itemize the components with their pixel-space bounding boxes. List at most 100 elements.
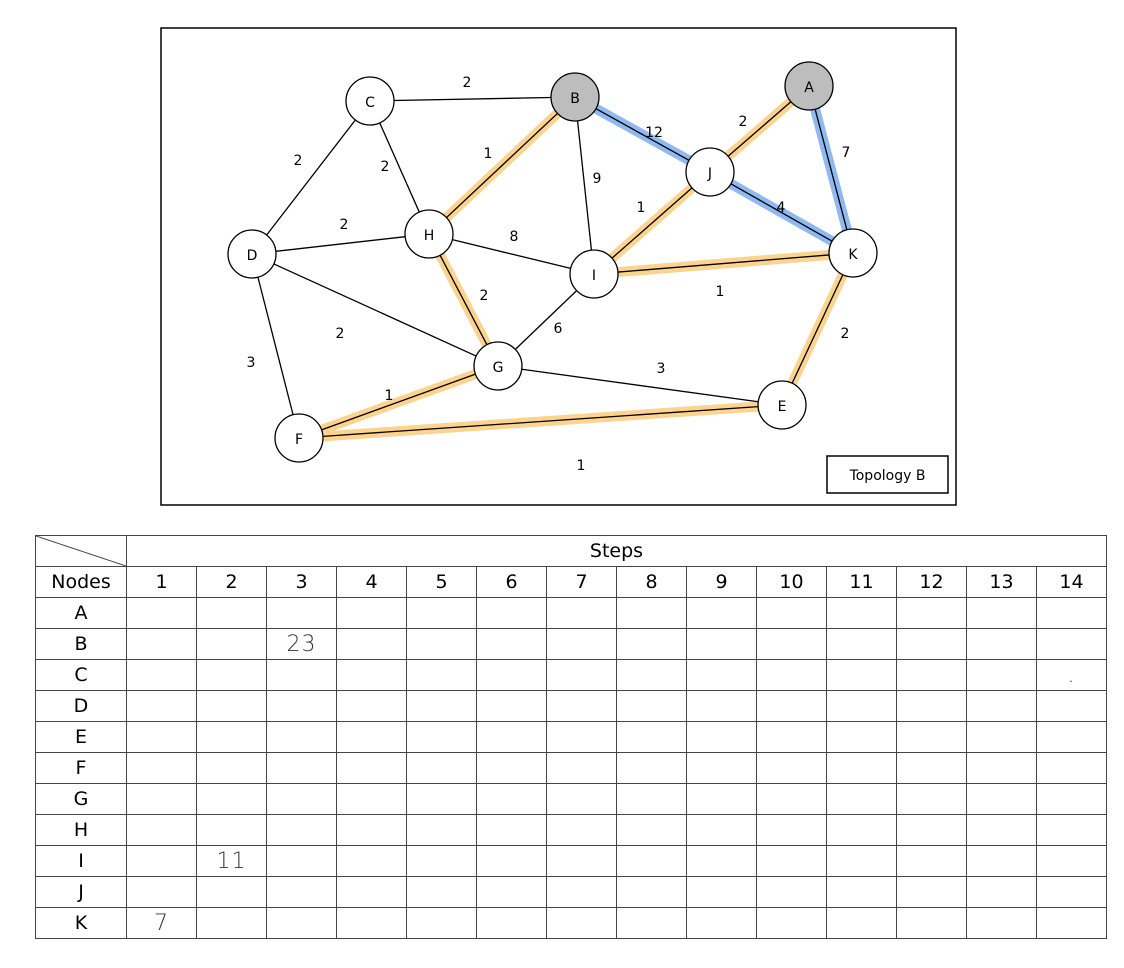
- edge-D-F: [257, 277, 294, 415]
- table-row: A: [35, 597, 1107, 629]
- table-cell: [476, 721, 547, 753]
- table-cell: [406, 628, 477, 660]
- table-cell: [616, 597, 687, 629]
- table-cell: [896, 907, 967, 939]
- table-cell: [476, 752, 547, 784]
- edge-A-J: [727, 101, 792, 157]
- step-number-10: 10: [756, 566, 827, 598]
- table-cell: [686, 783, 757, 815]
- table-cell: [756, 814, 827, 846]
- table-cell: .: [1036, 659, 1107, 691]
- edge-weight-A-K: 7: [842, 145, 851, 161]
- table-cell: [826, 628, 897, 660]
- edge-weight-G-E: 3: [657, 361, 666, 377]
- edge-layer: [257, 96, 848, 438]
- edge-I-K: [617, 254, 830, 273]
- table-cell: [546, 628, 617, 660]
- table-cell: [546, 752, 617, 784]
- edge-weight-B-J: 12: [645, 125, 663, 141]
- table-cell: [406, 659, 477, 691]
- edge-G-E: [521, 368, 759, 403]
- table-cell: [336, 690, 407, 722]
- node-h: [404, 209, 454, 259]
- table-cell: [126, 783, 197, 815]
- edge-weight-C-H: 2: [381, 159, 390, 175]
- table-cell: [126, 752, 197, 784]
- table-cell: [196, 876, 267, 908]
- table-cell: [546, 876, 617, 908]
- table-cell: [406, 690, 477, 722]
- edge-H-G: [439, 254, 488, 346]
- node-f: [274, 413, 324, 463]
- node-i: [569, 249, 619, 299]
- table-cell: [686, 814, 757, 846]
- table-cell: [266, 783, 337, 815]
- node-label-h: H: [424, 228, 435, 244]
- corner-diagonal: [36, 536, 126, 566]
- table-row: I 11: [35, 845, 1107, 877]
- legend-label: Topology B: [849, 468, 926, 484]
- step-number-12: 12: [896, 566, 967, 598]
- node-d: [227, 229, 277, 279]
- table-corner-cell: [35, 535, 127, 567]
- table-cell: 11: [196, 845, 267, 877]
- table-cell: [266, 907, 337, 939]
- node-k: [828, 228, 878, 278]
- table-cell: [966, 752, 1037, 784]
- table-cell: [476, 659, 547, 691]
- row-node-label: H: [35, 814, 127, 846]
- table-cell: [826, 659, 897, 691]
- table-cell: [616, 690, 687, 722]
- node-label-g: G: [493, 360, 504, 376]
- edge-weight-F-E: 1: [577, 458, 586, 474]
- table-cell: [126, 597, 197, 629]
- table-cell: [686, 690, 757, 722]
- step-number-6: 6: [476, 566, 547, 598]
- table-cell: [266, 814, 337, 846]
- step-number-9: 9: [686, 566, 757, 598]
- edge-weight-J-I: 1: [637, 200, 646, 216]
- row-node-label: A: [35, 597, 127, 629]
- table-cell: [966, 783, 1037, 815]
- step-number-8: 8: [616, 566, 687, 598]
- table-cell: [616, 721, 687, 753]
- table-cell: [476, 814, 547, 846]
- node-label-f: F: [295, 432, 303, 448]
- table-cell: [546, 597, 617, 629]
- table-cell: [476, 876, 547, 908]
- table-cell: [546, 783, 617, 815]
- edge-J-K: [730, 183, 833, 242]
- table-cell: [546, 659, 617, 691]
- table-cell: [336, 814, 407, 846]
- table-cell: [756, 659, 827, 691]
- table-cell: [966, 845, 1037, 877]
- row-node-label: I: [35, 845, 127, 877]
- edge-D-G: [273, 263, 477, 357]
- table-cell: [546, 721, 617, 753]
- edge-weight-I-G: 6: [554, 321, 563, 337]
- table-cell: [896, 876, 967, 908]
- row-node-label: J: [35, 876, 127, 908]
- row-node-label: F: [35, 752, 127, 784]
- table-cell: [826, 907, 897, 939]
- table-cell: [616, 628, 687, 660]
- table-cell: [896, 845, 967, 877]
- table-cell: [196, 721, 267, 753]
- edge-weight-G-F: 1: [385, 388, 394, 404]
- table-cell: [406, 597, 477, 629]
- table-cell: [406, 752, 477, 784]
- steps-header: Steps: [126, 535, 1107, 567]
- edge-weight-A-J: 2: [739, 114, 748, 130]
- edge-G-F: [321, 373, 476, 431]
- edge-weight-D-G: 2: [336, 326, 345, 342]
- node-a: [784, 61, 834, 111]
- table-cell: [896, 752, 967, 784]
- edge-H-I: [452, 239, 571, 269]
- table-cell: [126, 814, 197, 846]
- node-label-k: K: [848, 247, 858, 263]
- table-cell: [476, 907, 547, 939]
- node-label-a: A: [804, 80, 814, 96]
- node-label-c: C: [365, 95, 375, 111]
- table-cell: 23: [266, 628, 337, 660]
